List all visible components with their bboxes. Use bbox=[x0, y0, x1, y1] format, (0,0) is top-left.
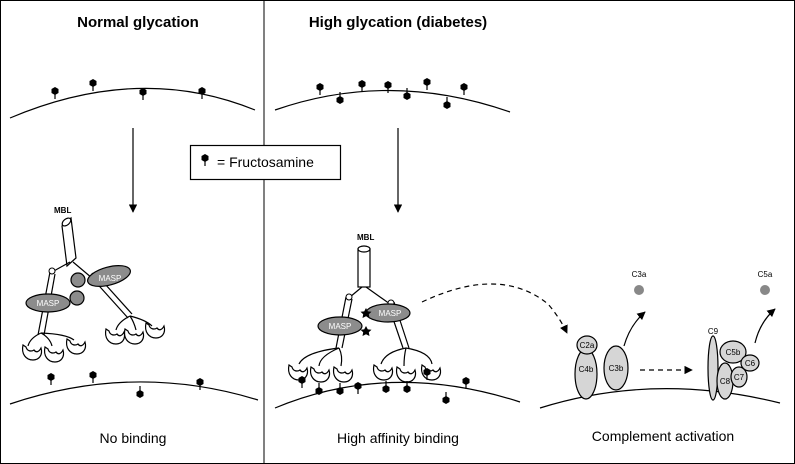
svg-text:C5b: C5b bbox=[726, 348, 741, 357]
middle-top-membrane bbox=[274, 89, 511, 113]
left-mbl-molecule: MBL MASP MASP bbox=[21, 206, 166, 363]
legend-label: = Fructosamine bbox=[217, 154, 314, 170]
middle-panel-title: High glycation (diabetes) bbox=[309, 14, 487, 31]
left-panel-title: Normal glycation bbox=[77, 14, 199, 31]
c5a-label: C5a bbox=[758, 270, 773, 279]
middle-masp-lower bbox=[317, 316, 363, 336]
middle-bottom-membrane bbox=[274, 381, 521, 409]
svg-text:C2a: C2a bbox=[580, 341, 595, 350]
middle-panel-caption: High affinity binding bbox=[337, 430, 459, 446]
activation-star-icon bbox=[360, 326, 372, 336]
c3b-protein: C3b bbox=[603, 345, 629, 391]
svg-text:MASP: MASP bbox=[379, 309, 402, 318]
c5a-release-arrow bbox=[754, 308, 776, 344]
svg-text:C3b: C3b bbox=[609, 364, 624, 373]
svg-text:C7: C7 bbox=[734, 373, 745, 382]
svg-text:C4b: C4b bbox=[579, 365, 594, 374]
svg-text:C9: C9 bbox=[708, 327, 719, 336]
middle-mbl-label: MBL bbox=[357, 233, 374, 242]
membrane-attack-complex: C9 C5b C8 C7 C6 bbox=[707, 327, 760, 401]
left-mbl-label: MBL bbox=[54, 206, 71, 215]
left-top-membrane bbox=[9, 87, 256, 119]
c3a-fragment bbox=[634, 285, 644, 295]
svg-text:MASP: MASP bbox=[99, 274, 122, 283]
svg-text:MASP: MASP bbox=[37, 299, 60, 308]
left-bottom-membrane bbox=[9, 381, 259, 405]
c4b-c2a-complex: C4b C2a bbox=[574, 335, 598, 400]
c3a-release-arrow bbox=[623, 311, 646, 347]
left-panel-caption: No binding bbox=[100, 430, 167, 446]
left-masp-upper bbox=[87, 265, 131, 287]
left-masp-lower bbox=[25, 293, 71, 313]
svg-text:MASP: MASP bbox=[329, 322, 352, 331]
middle-mbl-molecule: MBL MASP MASP bbox=[287, 233, 442, 383]
c5a-fragment bbox=[760, 285, 770, 295]
svg-text:C6: C6 bbox=[745, 359, 756, 368]
activation-star-icon bbox=[360, 308, 372, 318]
c3a-label: C3a bbox=[632, 270, 647, 279]
middle-top-fructosamines bbox=[315, 77, 469, 110]
svg-text:C8: C8 bbox=[720, 377, 731, 386]
activation-dashed-arrow bbox=[421, 283, 568, 334]
legend-box: = Fructosamine bbox=[189, 144, 342, 181]
right-panel-caption: Complement activation bbox=[592, 428, 734, 444]
right-membrane bbox=[539, 388, 781, 409]
